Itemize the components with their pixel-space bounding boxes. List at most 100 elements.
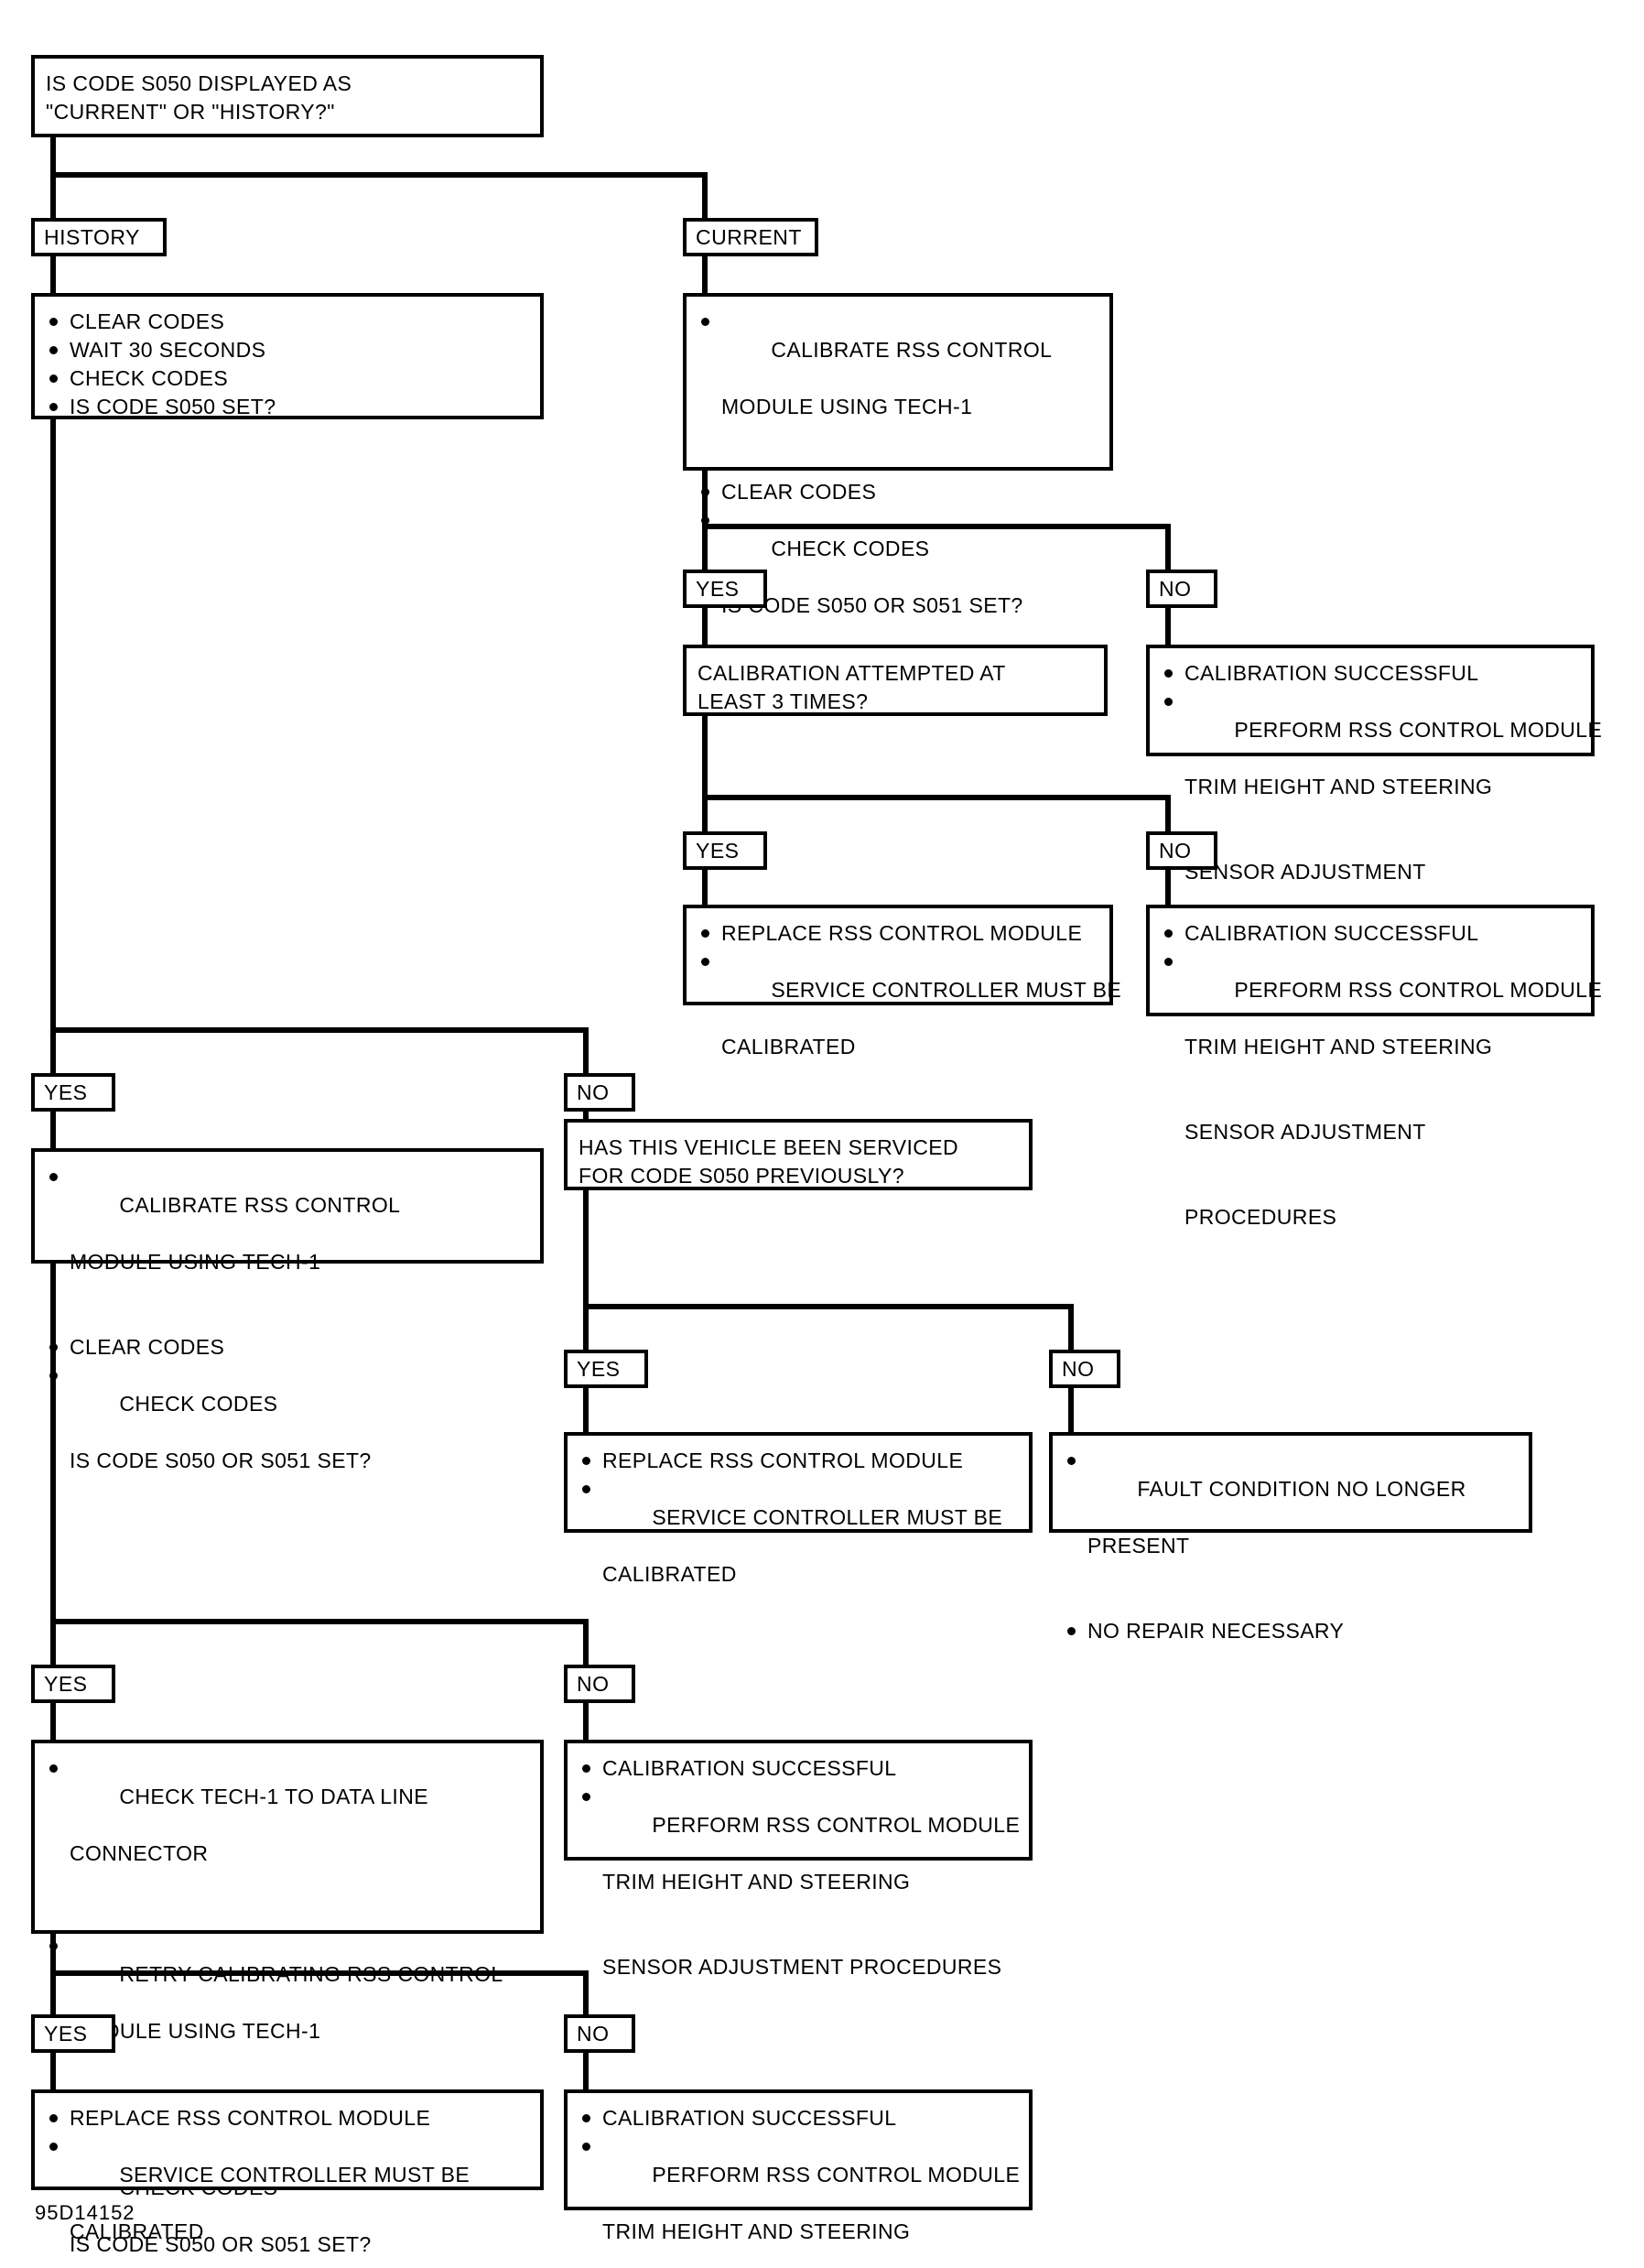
node-calibration-attempted[interactable]: CALIBRATION ATTEMPTED AT LEAST 3 TIMES? bbox=[683, 645, 1108, 716]
list-item: REPLACE RSS CONTROL MODULE bbox=[577, 1447, 1022, 1475]
tag-serviced-no[interactable]: NO bbox=[1049, 1350, 1120, 1388]
connector-level3-yes-down bbox=[50, 1619, 56, 1665]
node-level3-no-result[interactable]: CALIBRATION SUCCESSFUL PERFORM RSS CONTR… bbox=[564, 1740, 1033, 1979]
tag-attempted-yes-label: YES bbox=[696, 838, 740, 863]
tag-current-yes[interactable]: YES bbox=[683, 570, 767, 608]
node-root-question[interactable]: IS CODE S050 DISPLAYED AS "CURRENT" OR "… bbox=[31, 55, 544, 137]
history-steps-list: CLEAR CODES WAIT 30 SECONDS CHECK CODES … bbox=[35, 297, 540, 430]
list-item: PERFORM RSS CONTROL MODULE TRIM HEIGHT A… bbox=[1159, 948, 1602, 1288]
list-item: REPLACE RSS CONTROL MODULE bbox=[696, 919, 1102, 948]
connector-attempted-split bbox=[702, 795, 1171, 800]
list-item-cont: CALIBRATED bbox=[602, 1562, 737, 1586]
calibration-attempted-text: CALIBRATION ATTEMPTED AT LEAST 3 TIMES? bbox=[687, 648, 1104, 725]
list-item: IS CODE S050 SET? bbox=[44, 393, 533, 421]
list-item: CLEAR CODES bbox=[696, 478, 1102, 506]
tag-history-label: HISTORY bbox=[44, 224, 140, 249]
node-serviced-previously[interactable]: HAS THIS VEHICLE BEEN SERVICED FOR CODE … bbox=[564, 1119, 1033, 1190]
connector-current-no-down bbox=[1165, 524, 1171, 570]
tag-current-no[interactable]: NO bbox=[1146, 570, 1217, 608]
connector-final-no-down bbox=[583, 1970, 589, 2014]
connector-current-yes-tag-down bbox=[702, 606, 708, 646]
tag-attempted-no[interactable]: NO bbox=[1146, 831, 1217, 870]
list-item: FAULT CONDITION NO LONGER PRESENT bbox=[1062, 1447, 1521, 1617]
tag-final-yes[interactable]: YES bbox=[31, 2014, 115, 2053]
list-item-text: PERFORM RSS CONTROL MODULE bbox=[1234, 718, 1603, 742]
tag-history[interactable]: HISTORY bbox=[31, 218, 167, 256]
node-retry-steps[interactable]: CHECK TECH-1 TO DATA LINE CONNECTOR RETR… bbox=[31, 1740, 544, 2256]
connector-level3-split bbox=[50, 1619, 589, 1624]
connector-attempted-yes-tag-down bbox=[702, 870, 708, 906]
serviced-no-result-list: FAULT CONDITION NO LONGER PRESENT NO REP… bbox=[1053, 1436, 1529, 1655]
connector-serviced-no-tag-down bbox=[1068, 1386, 1074, 1434]
node-final-no-result[interactable]: CALIBRATION SUCCESSFUL PERFORM RSS CONTR… bbox=[564, 2089, 1033, 2243]
tag-final-no[interactable]: NO bbox=[564, 2014, 635, 2053]
connector-attempted-no-tag-down bbox=[1165, 870, 1171, 906]
node-current-steps[interactable]: CALIBRATE RSS CONTROL MODULE USING TECH-… bbox=[683, 293, 1113, 617]
list-item: CALIBRATE RSS CONTROL MODULE USING TECH-… bbox=[44, 1163, 533, 1333]
serviced-previously-text: HAS THIS VEHICLE BEEN SERVICED FOR CODE … bbox=[568, 1123, 1029, 1199]
tag-history-yes[interactable]: YES bbox=[31, 1073, 115, 1112]
list-item-text: NO REPAIR NECESSARY bbox=[1087, 1619, 1345, 1643]
list-item-cont: TRIM HEIGHT AND STEERING bbox=[602, 1870, 911, 1894]
node-current-no-result[interactable]: CALIBRATION SUCCESSFUL PERFORM RSS CONTR… bbox=[1146, 645, 1602, 969]
list-item-cont: TRIM HEIGHT AND STEERING bbox=[1184, 1035, 1493, 1058]
node-attempted-yes-result[interactable]: REPLACE RSS CONTROL MODULE SERVICE CONTR… bbox=[683, 905, 1121, 1058]
tag-attempted-no-label: NO bbox=[1159, 838, 1192, 863]
root-question-line-1: IS CODE S050 DISPLAYED AS bbox=[46, 71, 352, 95]
list-item: CALIBRATE RSS CONTROL MODULE USING TECH-… bbox=[696, 308, 1102, 478]
tag-current[interactable]: CURRENT bbox=[683, 218, 818, 256]
list-item-text: SERVICE CONTROLLER MUST BE bbox=[771, 978, 1122, 1002]
list-item: CALIBRATION SUCCESSFUL bbox=[1159, 659, 1584, 688]
connector-history-yes-spine bbox=[50, 1264, 56, 1621]
tag-serviced-yes[interactable]: YES bbox=[564, 1350, 648, 1388]
list-item-text: CALIBRATE RSS CONTROL bbox=[119, 1193, 401, 1217]
connector-attempted-no-down bbox=[1165, 795, 1171, 833]
tag-history-no-label: NO bbox=[577, 1080, 610, 1104]
node-final-yes-result[interactable]: REPLACE RSS CONTROL MODULE SERVICE CONTR… bbox=[31, 2089, 544, 2243]
connector-history-yes-down bbox=[50, 1027, 56, 1073]
final-no-result-list: CALIBRATION SUCCESSFUL PERFORM RSS CONTR… bbox=[568, 2093, 1029, 2268]
tag-attempted-yes[interactable]: YES bbox=[683, 831, 767, 870]
list-item: NO REPAIR NECESSARY bbox=[1062, 1617, 1521, 1645]
attempted-no-result-list: CALIBRATION SUCCESSFUL PERFORM RSS CONTR… bbox=[1150, 908, 1602, 1297]
connector-history-spine bbox=[50, 418, 56, 1033]
list-item-cont: IS CODE S050 OR S051 SET? bbox=[721, 593, 1023, 617]
tag-level3-yes[interactable]: YES bbox=[31, 1665, 115, 1703]
connector-current-steps-down bbox=[702, 469, 708, 529]
current-steps-list: CALIBRATE RSS CONTROL MODULE USING TECH-… bbox=[687, 297, 1109, 686]
tag-final-no-label: NO bbox=[577, 2021, 610, 2046]
node-serviced-no-result[interactable]: FAULT CONDITION NO LONGER PRESENT NO REP… bbox=[1049, 1432, 1532, 1643]
list-item: PERFORM RSS CONTROL MODULE TRIM HEIGHT A… bbox=[577, 1783, 1022, 2038]
list-item-text: CHECK CODES bbox=[771, 537, 930, 560]
node-history-steps[interactable]: CLEAR CODES WAIT 30 SECONDS CHECK CODES … bbox=[31, 293, 544, 419]
tag-level3-no[interactable]: NO bbox=[564, 1665, 635, 1703]
list-item: SERVICE CONTROLLER MUST BE CALIBRATED bbox=[44, 2132, 533, 2268]
connector-current-no-tag-down bbox=[1165, 606, 1171, 646]
current-no-result-list: CALIBRATION SUCCESSFUL PERFORM RSS CONTR… bbox=[1150, 648, 1602, 1037]
list-item: CHECK CODES bbox=[44, 364, 533, 393]
list-item-text: CLEAR CODES bbox=[721, 480, 877, 504]
list-item-text: CALIBRATION SUCCESSFUL bbox=[602, 2106, 897, 2130]
final-yes-result-list: REPLACE RSS CONTROL MODULE SERVICE CONTR… bbox=[35, 2093, 540, 2268]
connector-history-yes-tag-down bbox=[50, 1110, 56, 1150]
list-item-cont: CONNECTOR bbox=[70, 1841, 209, 1865]
list-item-cont: MODULE USING TECH-1 bbox=[721, 395, 973, 418]
node-history-yes-steps[interactable]: CALIBRATE RSS CONTROL MODULE USING TECH-… bbox=[31, 1148, 544, 1472]
list-item-text: IS CODE S050 SET? bbox=[70, 395, 276, 418]
list-item-cont: TRIM HEIGHT AND STEERING bbox=[602, 2219, 911, 2243]
list-item-text: PERFORM RSS CONTROL MODULE bbox=[652, 1813, 1021, 1837]
tag-serviced-yes-label: YES bbox=[577, 1356, 621, 1381]
connector-level3-yes-tag-down bbox=[50, 1701, 56, 1742]
node-serviced-yes-result[interactable]: REPLACE RSS CONTROL MODULE SERVICE CONTR… bbox=[564, 1432, 1033, 1586]
list-item: SERVICE CONTROLLER MUST BE CALIBRATED bbox=[696, 948, 1121, 1118]
connector-serviced-yes-down bbox=[583, 1304, 589, 1350]
tag-current-label: CURRENT bbox=[696, 224, 802, 249]
tag-history-yes-label: YES bbox=[44, 1080, 88, 1104]
history-yes-steps-list: CALIBRATE RSS CONTROL MODULE USING TECH-… bbox=[35, 1152, 540, 1541]
list-item-cont: TRIM HEIGHT AND STEERING bbox=[1184, 775, 1493, 798]
tag-history-no[interactable]: NO bbox=[564, 1073, 635, 1112]
list-item-text: FAULT CONDITION NO LONGER bbox=[1137, 1477, 1466, 1501]
tag-current-no-label: NO bbox=[1159, 576, 1192, 601]
node-attempted-no-result[interactable]: CALIBRATION SUCCESSFUL PERFORM RSS CONTR… bbox=[1146, 905, 1602, 1229]
